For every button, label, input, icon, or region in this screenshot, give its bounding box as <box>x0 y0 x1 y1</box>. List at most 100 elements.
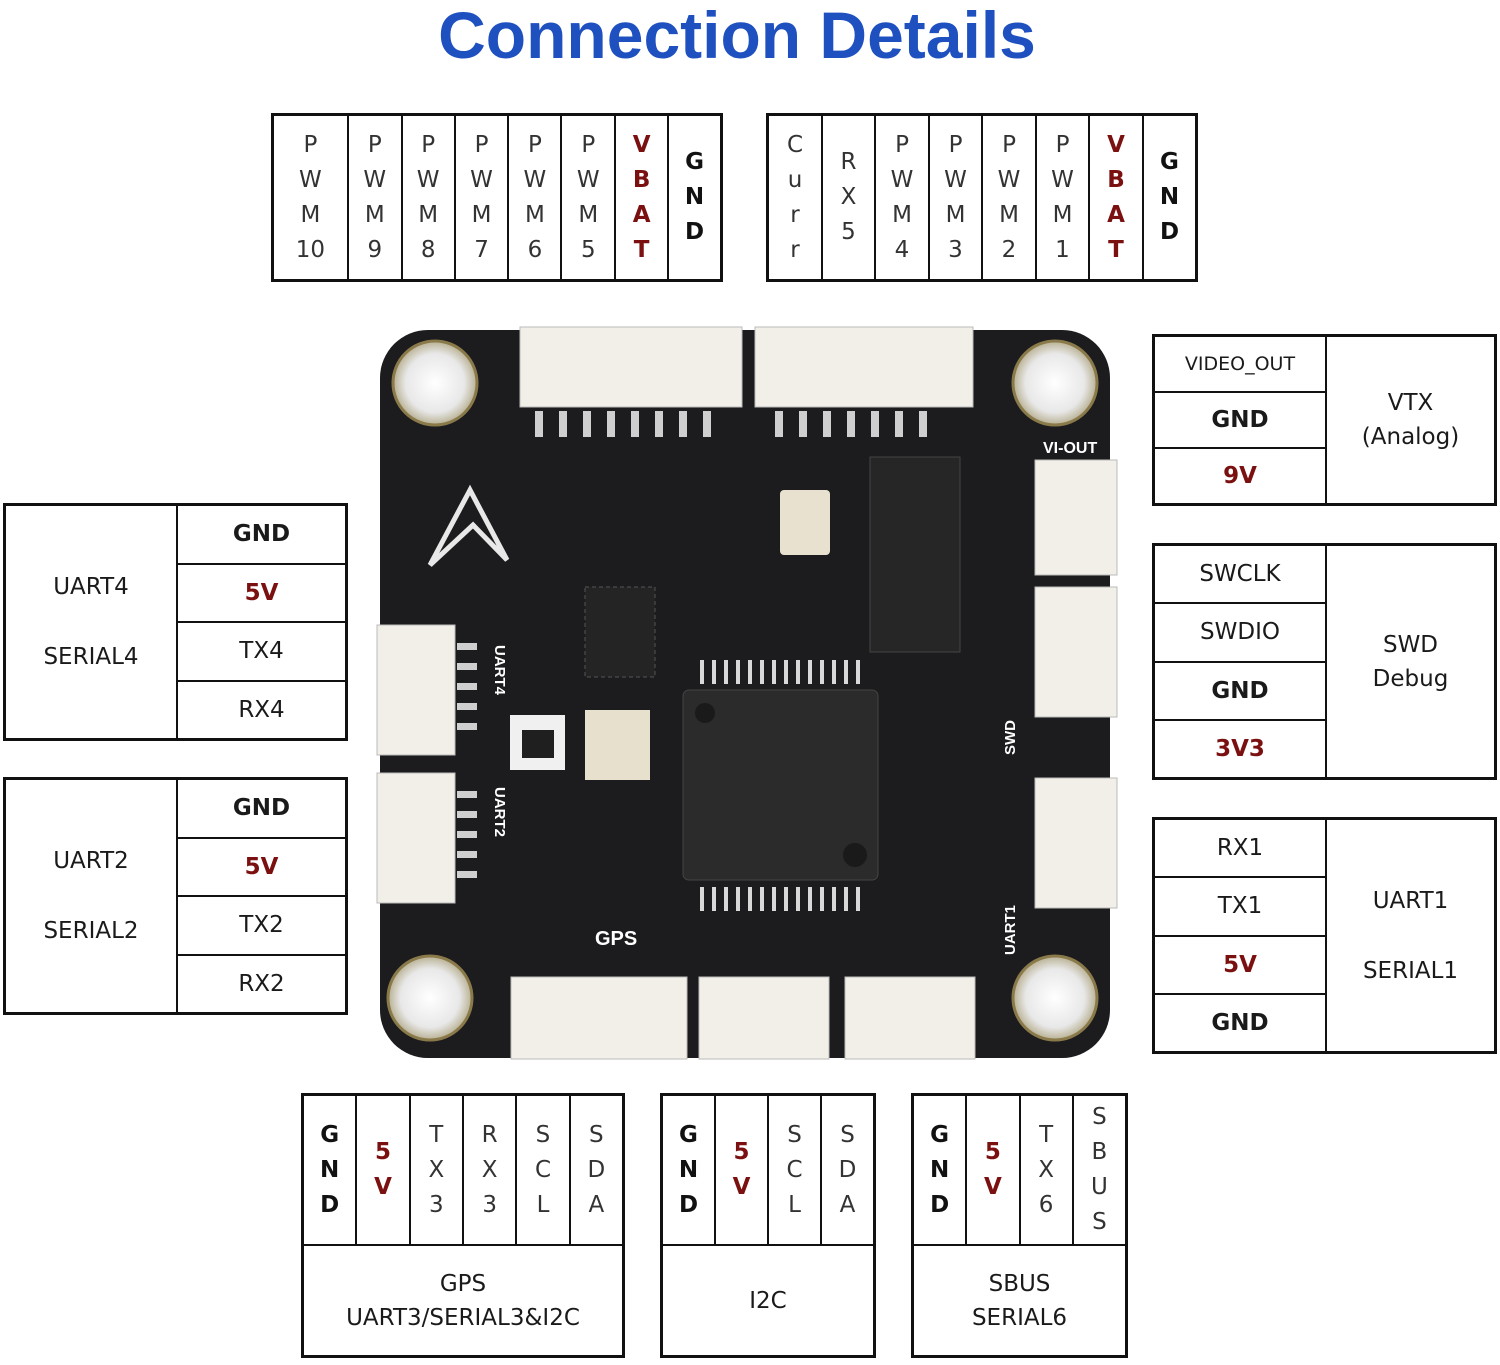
uart4-pin-5v: 5V <box>178 565 345 623</box>
vtx-pin-video-out: VIDEO_OUT <box>1155 337 1325 393</box>
silk-gps: GPS <box>595 928 637 950</box>
sbus-label: SBUS SERIAL6 <box>914 1246 1125 1355</box>
uart4-label-line2: SERIAL4 <box>43 644 139 670</box>
bottom-connector-i2c <box>698 976 830 1060</box>
brand-logo-icon <box>427 484 510 567</box>
sbus-label-line1: SBUS <box>988 1270 1051 1297</box>
uart1-pin-gnd: GND <box>1211 1009 1269 1036</box>
uart2-pin-5v: 5V <box>178 839 345 897</box>
swd-label: SWD Debug <box>1327 546 1494 777</box>
silk-uart1: UART1 <box>1002 905 1019 955</box>
silk-vi-out: VI-OUT <box>1043 440 1097 457</box>
uart2-label: UART2 SERIAL2 <box>6 780 178 1012</box>
uart1-label-line1: UART1 <box>1372 887 1449 914</box>
left-connector-pins <box>457 643 477 878</box>
vtx-label: VTX (Analog) <box>1327 337 1494 503</box>
swd-pin-swdio: SWDIO <box>1155 604 1325 663</box>
top-connector-pins <box>535 411 927 437</box>
osd-chip <box>869 456 961 653</box>
uart2-pin-tx2: TX2 <box>178 897 345 956</box>
gps-label-line1: GPS <box>439 1270 487 1297</box>
top-connector-left <box>519 326 743 408</box>
swd-pin-gnd: GND <box>1155 663 1325 721</box>
uart4-pin-gnd: GND <box>178 506 345 565</box>
left-connector-uart4 <box>376 624 456 756</box>
right-connector-swd <box>1034 586 1118 718</box>
right-connector-uart1 <box>1034 777 1118 909</box>
silk-uart4: UART4 <box>491 645 508 696</box>
silk-uart2: UART2 <box>491 787 508 837</box>
silk-swd: SWD <box>1002 720 1019 755</box>
uart1-pin-5v: 5V <box>1155 937 1325 995</box>
gyro-sensor <box>585 710 650 780</box>
bottom-connector-gps <box>510 976 688 1060</box>
uart2-pin-rx2: RX2 <box>238 970 285 997</box>
vtx-pin-9v: 9V <box>1223 463 1257 489</box>
swd-pin-swclk: SWCLK <box>1155 546 1325 605</box>
page-title: Connection Details <box>438 0 1036 72</box>
swd-label-line1: SWD <box>1382 631 1439 658</box>
uart4-label: UART4 SERIAL4 <box>6 506 178 738</box>
uart2-pin-gnd: GND <box>178 780 345 839</box>
top-connector-right <box>754 326 974 408</box>
swd-label-line2: Debug <box>1372 665 1449 692</box>
uart1-label: UART1 SERIAL1 <box>1327 820 1494 1051</box>
mounting-hole-br <box>1011 954 1099 1042</box>
uart4-pin-tx4: TX4 <box>178 623 345 682</box>
i2c-label: I2C <box>663 1246 873 1355</box>
vtx-label-line1: VTX <box>1387 390 1434 416</box>
vtx-label-line2: (Analog) <box>1361 424 1460 450</box>
mcu-chip <box>682 689 879 881</box>
i2c-label-line1: I2C <box>749 1287 787 1314</box>
uart4-pin-rx4: RX4 <box>238 696 285 723</box>
mounting-hole-bl <box>386 954 474 1042</box>
uart1-pin-tx1: TX1 <box>1155 878 1325 937</box>
mounting-hole-tl <box>391 339 479 427</box>
uart1-pin-rx1: RX1 <box>1155 820 1325 879</box>
mounting-hole-tr <box>1011 339 1099 427</box>
flight-controller-board: VI-OUT UART4 UART2 GPS SWD UART1 <box>376 326 1118 1060</box>
uart4-label-line1: UART4 <box>53 574 129 600</box>
mcu-pins <box>700 660 860 911</box>
